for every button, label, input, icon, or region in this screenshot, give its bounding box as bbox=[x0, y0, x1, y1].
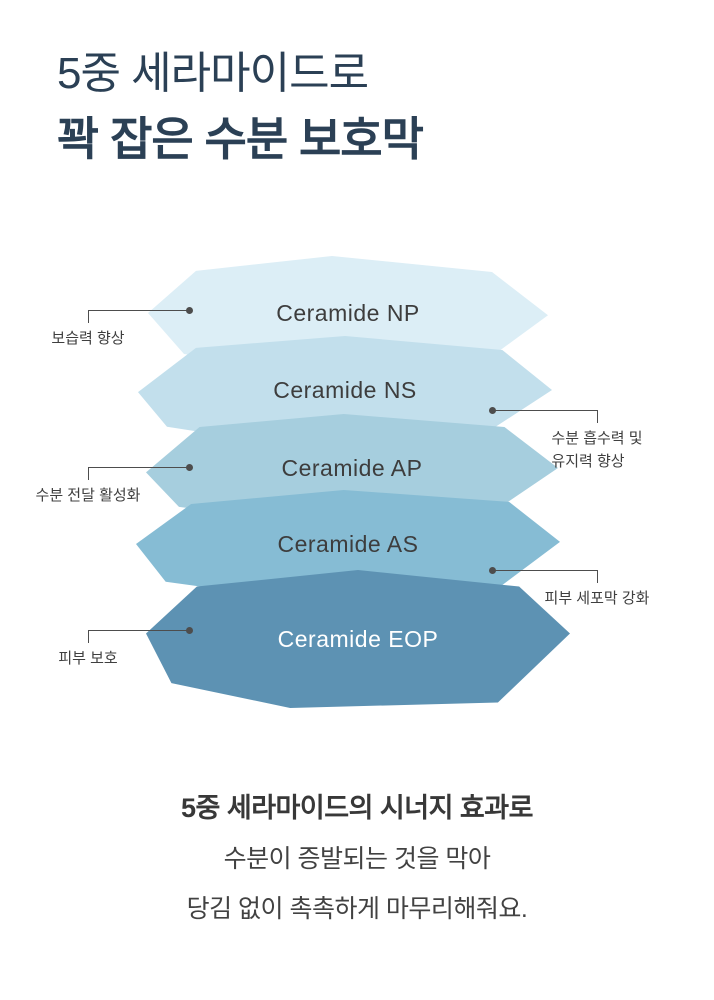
callout-line bbox=[88, 310, 190, 311]
title-line-2: 꽉 잡은 수분 보호막 bbox=[57, 113, 424, 166]
ceramide-ap-label: Ceramide AP bbox=[281, 454, 423, 481]
callout-tick bbox=[88, 310, 89, 323]
callout-label: 피부 보호 bbox=[58, 650, 118, 667]
callout-line bbox=[492, 410, 597, 411]
callout-tick bbox=[597, 410, 598, 423]
ceramide-np-label: Ceramide NP bbox=[276, 299, 420, 326]
callout-dot bbox=[186, 464, 193, 471]
title-block: 5중 세라마이드로 꽉 잡은 수분 보호막 bbox=[57, 46, 424, 169]
title-line-1: 5중 세라마이드로 bbox=[57, 49, 369, 98]
footer-line-1: 5중 세라마이드의 시너지 효과로 bbox=[181, 793, 533, 823]
ceramide-as-label: Ceramide AS bbox=[277, 530, 419, 557]
callout-tick bbox=[597, 570, 598, 583]
callout-label-line-2: 유지력 향상 bbox=[551, 453, 625, 471]
callout-dot bbox=[186, 307, 193, 314]
callout-line bbox=[492, 570, 597, 571]
callout-dot bbox=[186, 627, 193, 634]
callout-label: 수분 전달 활성화 bbox=[35, 487, 141, 504]
footer-line-2: 수분이 증발되는 것을 막아 bbox=[223, 845, 491, 873]
ceramide-eop-layer: Ceramide EOP bbox=[146, 570, 570, 708]
footer-line-3: 당김 없이 촉촉하게 마무리해줘요. bbox=[186, 895, 528, 923]
callout-tick bbox=[88, 630, 89, 643]
callout-dot bbox=[489, 407, 496, 414]
callout-line bbox=[88, 630, 190, 631]
ceramide-eop-label: Ceramide EOP bbox=[277, 625, 439, 652]
callout-line bbox=[88, 467, 190, 468]
callout-label: 수분 흡수력 및 유지력 향상 bbox=[551, 427, 642, 474]
callout-label: 보습력 향상 bbox=[51, 330, 125, 347]
callout-label-line-1: 수분 흡수력 및 bbox=[551, 430, 643, 447]
callout-dot bbox=[489, 567, 496, 574]
callout-label: 피부 세포막 강화 bbox=[544, 590, 650, 607]
footer-copy: 5중 세라마이드의 시너지 효과로 수분이 증발되는 것을 막아 당김 없이 촉… bbox=[0, 786, 714, 925]
callout-tick bbox=[88, 467, 89, 480]
ceramide-ns-label: Ceramide NS bbox=[273, 376, 417, 403]
